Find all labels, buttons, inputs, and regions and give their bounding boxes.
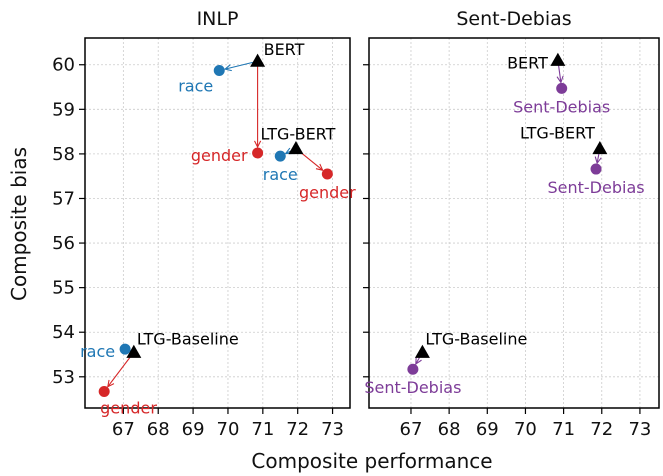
debiased-model-marker	[252, 147, 264, 159]
y-tick-label: 53	[52, 367, 75, 388]
base-model-marker	[550, 52, 566, 66]
x-tick-label: 67	[400, 419, 423, 440]
x-tick-label: 71	[552, 419, 575, 440]
y-tick-label: 55	[52, 278, 75, 299]
x-tick-label: 70	[514, 419, 537, 440]
point-label: gender	[191, 146, 248, 165]
panel-title: Sent-Debias	[456, 8, 571, 30]
point-label: gender	[299, 183, 356, 202]
shift-arrow	[108, 355, 132, 386]
point-label: Sent-Debias	[513, 97, 610, 116]
shift-arrow	[597, 153, 599, 163]
y-tick-label: 57	[52, 188, 75, 209]
point-label: BERT	[507, 53, 548, 72]
debiased-model-marker	[213, 65, 225, 77]
x-tick-label: 72	[590, 419, 613, 440]
panel-title: INLP	[197, 8, 239, 30]
point-label: LTG-Baseline	[425, 329, 527, 348]
sent-debias-panel: Sent-Debias 67 68 69 70 71 72 73 BERT Sent-Debias…	[363, 8, 660, 440]
point-label: Sent-Debias	[364, 378, 461, 397]
debiased-model-marker	[556, 82, 568, 94]
point-label: race	[178, 77, 213, 96]
point-label: Sent-Debias	[547, 178, 644, 197]
plot-frame	[84, 37, 351, 409]
debiased-model-marker	[98, 386, 110, 398]
x-tick-label: 71	[251, 419, 274, 440]
x-tick-label: 69	[476, 419, 499, 440]
y-axis-title: Composite bias	[7, 147, 31, 301]
debiased-model-marker	[321, 168, 333, 180]
y-tick-label: 59	[52, 99, 75, 120]
y-tick-label: 60	[52, 55, 75, 76]
point-label: gender	[100, 399, 157, 418]
x-tick-label: 68	[147, 419, 170, 440]
base-model-marker	[414, 344, 430, 358]
y-tick-label: 54	[52, 322, 75, 343]
plot-frame	[368, 37, 660, 409]
shift-arrow	[299, 151, 323, 170]
x-tick-label: 73	[628, 419, 651, 440]
shift-arrow	[225, 61, 253, 69]
x-tick-label: 73	[321, 419, 344, 440]
point-label: LTG-BERT	[261, 125, 336, 144]
x-tick-label: 72	[286, 419, 309, 440]
y-tick-label: 58	[52, 144, 75, 165]
base-model-marker	[592, 141, 608, 155]
x-tick-label: 68	[438, 419, 461, 440]
x-tick-label: 67	[112, 419, 135, 440]
shift-arrow	[559, 65, 561, 82]
point-label: BERT	[264, 40, 305, 59]
x-axis-title: Composite performance	[251, 449, 492, 473]
debiased-model-marker	[407, 363, 419, 375]
y-tick-label: 56	[52, 233, 75, 254]
point-label: race	[80, 342, 115, 361]
debiased-model-marker	[274, 150, 286, 162]
point-label: LTG-BERT	[520, 124, 595, 143]
base-model-marker	[126, 344, 142, 358]
debiased-model-marker	[590, 163, 602, 175]
debiased-model-marker	[119, 343, 131, 355]
point-label: LTG-Baseline	[137, 329, 239, 348]
inlp-panel: INLP 67 68 69 70 71 72 73 53 54 55 56 57 58 59 60 BERT ra…	[52, 8, 356, 440]
x-tick-label: 70	[217, 419, 240, 440]
x-tick-label: 69	[182, 419, 205, 440]
base-model-marker	[250, 53, 266, 67]
point-label: race	[263, 165, 298, 184]
base-model-marker	[288, 141, 304, 155]
